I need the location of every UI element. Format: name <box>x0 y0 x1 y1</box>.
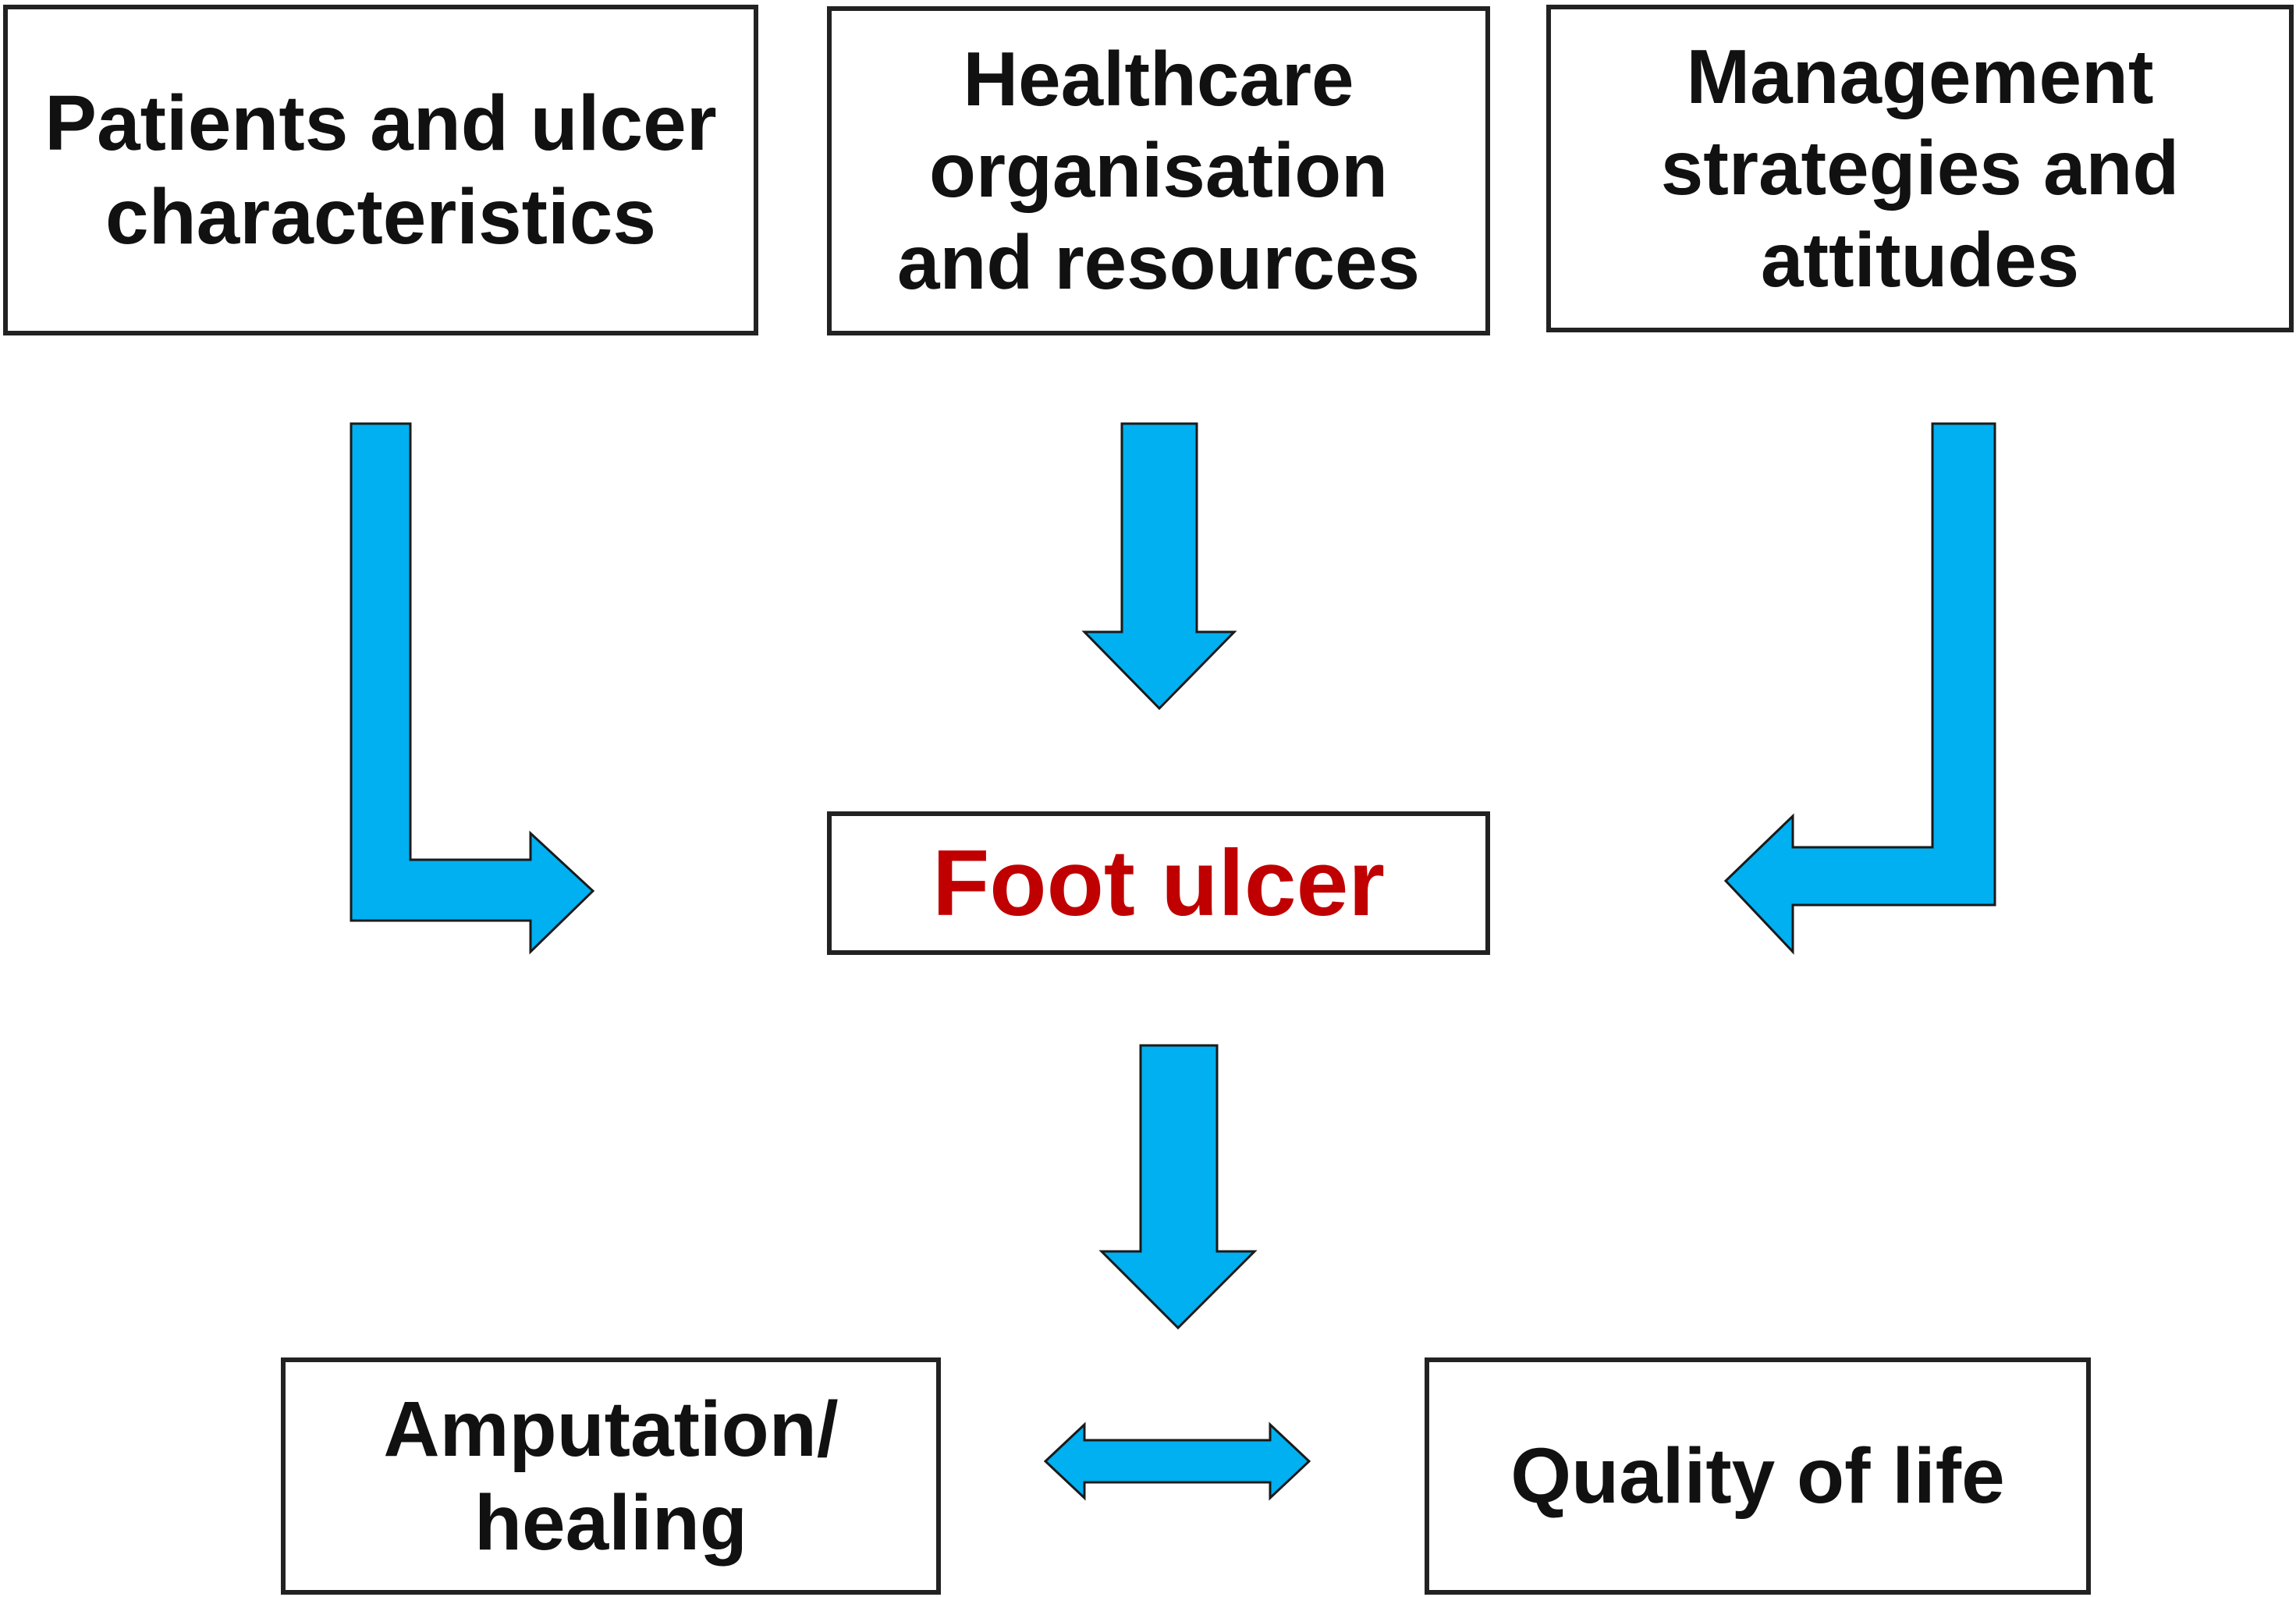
arrow-patients-to-foot-ulcer <box>350 422 595 955</box>
patients-ulcer-characteristics-label: Patients and ulcer characteristics <box>44 80 717 261</box>
quality-of-life-box: Quality of life <box>1425 1357 2091 1595</box>
double-arrow-amputation-quality-of-life <box>1043 1421 1311 1501</box>
healthcare-organisation-label: Healthcare organisation and resources <box>897 35 1420 305</box>
amputation-healing-box: Amputation/ healing <box>281 1357 941 1595</box>
healthcare-organisation-box: Healthcare organisation and resources <box>827 6 1490 335</box>
foot-ulcer-label: Foot ulcer <box>932 831 1386 935</box>
amputation-healing-label: Amputation/ healing <box>383 1386 839 1567</box>
management-strategies-label: Management strategies and attitudes <box>1660 33 2180 303</box>
arrow-healthcare-to-foot-ulcer <box>1081 422 1237 711</box>
arrow-foot-ulcer-to-outcomes <box>1098 1044 1258 1330</box>
patients-ulcer-characteristics-box: Patients and ulcer characteristics <box>3 5 758 335</box>
arrow-management-to-foot-ulcer <box>1723 422 1996 955</box>
quality-of-life-label: Quality of life <box>1510 1432 2005 1520</box>
management-strategies-box: Management strategies and attitudes <box>1546 5 2294 332</box>
foot-ulcer-box: Foot ulcer <box>827 811 1490 955</box>
